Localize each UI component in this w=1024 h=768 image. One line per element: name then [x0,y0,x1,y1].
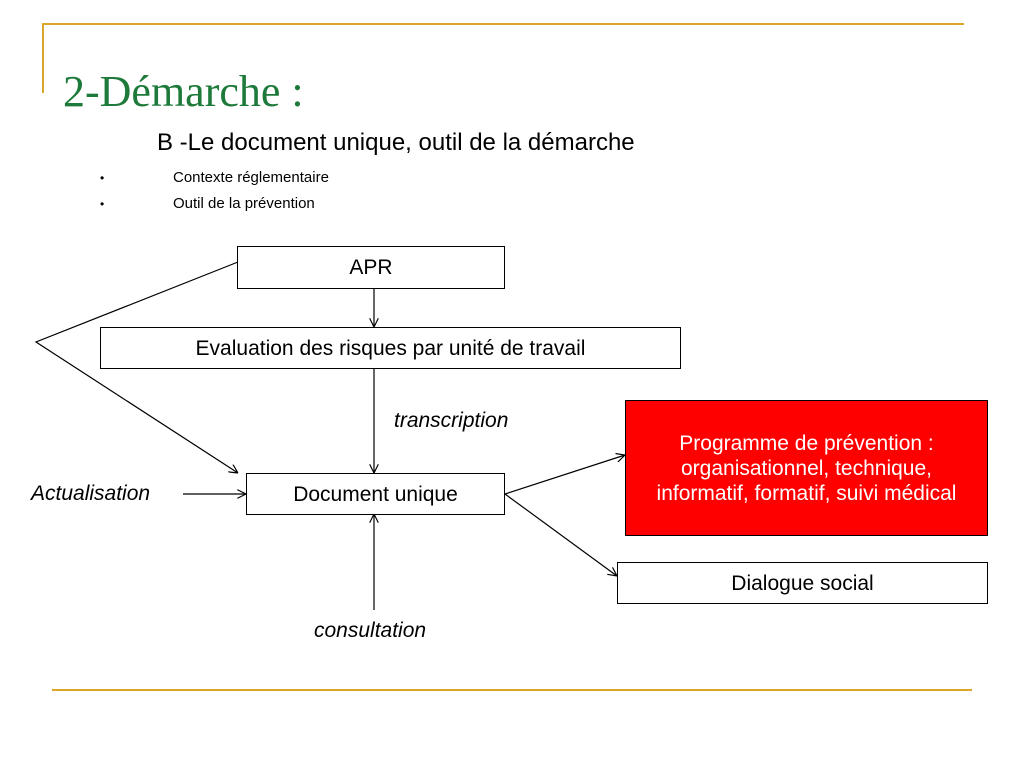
dialogue-social-box: Dialogue social [617,562,988,604]
top-accent-line [42,23,964,25]
bullet-text: Contexte réglementaire [173,169,329,186]
feedback-loop-line [34,261,238,473]
consultation-label: consultation [314,619,427,642]
bullet-marker: • [100,197,105,211]
left-accent-line [42,23,44,93]
arrow-to-dialogue [504,493,617,576]
apr-box: APR [237,246,505,289]
actualisation-label: Actualisation [31,482,151,505]
document-unique-box: Document unique [246,473,505,515]
bottom-accent-line [52,689,972,691]
bullet-text: Outil de la prévention [173,195,315,212]
arrow-to-programme [504,455,625,495]
slide-title: 2-Démarche : [63,67,304,116]
slide-subtitle: B -Le document unique, outil de la démar… [157,129,635,156]
programme-prevention-box: Programme de prévention : organisationne… [625,400,988,536]
evaluation-box: Evaluation des risques par unité de trav… [100,327,681,369]
bullet-marker: • [100,171,105,185]
transcription-label: transcription [394,409,509,432]
